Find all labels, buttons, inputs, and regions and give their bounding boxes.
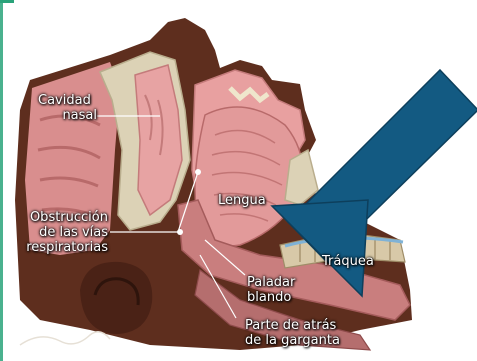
- label-obstruction-line3: respiratorias: [12, 240, 108, 255]
- label-back-throat-line2: de la garganta: [245, 333, 340, 348]
- marker-obstruction-bottom: [177, 229, 183, 235]
- left-frame-edge: [0, 0, 3, 361]
- label-back-throat-line1: Parte de atrás: [245, 318, 340, 333]
- label-obstruction-line2: de las vías: [12, 225, 108, 240]
- artist-signature: [20, 332, 110, 345]
- label-back-of-throat: Parte de atrás de la garganta: [245, 318, 340, 348]
- label-tongue: Lengua: [218, 193, 266, 208]
- ear: [80, 262, 152, 334]
- label-obstruction-line1: Obstrucción: [12, 210, 108, 225]
- label-trachea: Tráquea: [322, 254, 374, 269]
- label-soft-palate-line2: blando: [247, 290, 295, 305]
- label-soft-palate-line1: Paladar: [247, 275, 295, 290]
- label-nasal-cavity-line1: Cavidad: [38, 93, 97, 108]
- label-soft-palate: Paladar blando: [247, 275, 295, 305]
- marker-obstruction-top: [195, 169, 201, 175]
- label-nasal-cavity-line2: nasal: [38, 108, 97, 123]
- label-airway-obstruction: Obstrucción de las vías respiratorias: [12, 210, 108, 255]
- label-nasal-cavity: Cavidad nasal: [38, 93, 97, 123]
